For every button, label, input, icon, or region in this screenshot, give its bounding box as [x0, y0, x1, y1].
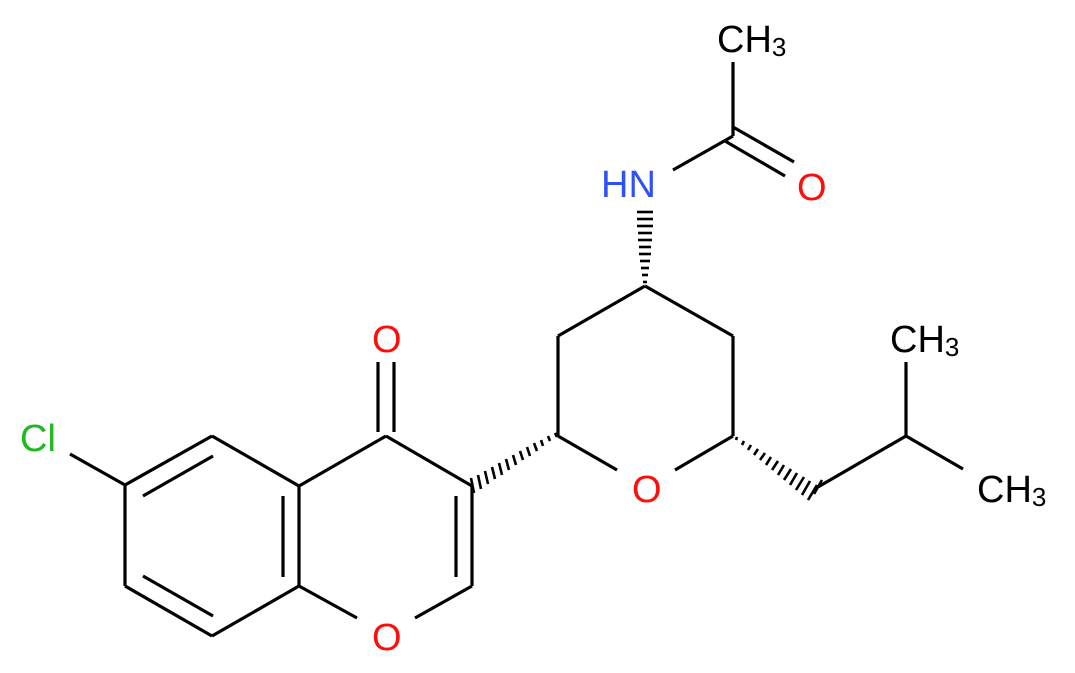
hashed-wedge-bond-oxane-n [637, 210, 653, 284]
ketone-oxygen-label: O [372, 319, 402, 361]
chromone-oxygen-label: O [372, 617, 402, 659]
oxane-ring [556, 284, 735, 472]
benzene-ring [123, 434, 301, 638]
nh-label: HN [601, 164, 656, 206]
oxane-oxygen-label: O [632, 469, 662, 511]
chlorine-label: Cl [20, 418, 56, 460]
acetyl-oxygen-label: O [797, 167, 827, 209]
isobutyl-chain [817, 362, 964, 489]
acetamide-group [672, 62, 795, 178]
ch3-acetyl-label: CH3 [717, 19, 786, 62]
hashed-wedge-bond-oxane-isobutyl [734, 436, 824, 501]
ch3-upper-label: CH3 [890, 319, 959, 362]
c-cl-bond [69, 452, 126, 487]
pyranone-ring [298, 434, 474, 620]
ch3-lower-label: CH3 [977, 469, 1046, 512]
hashed-wedge-bond-chromone-oxane [469, 432, 559, 494]
